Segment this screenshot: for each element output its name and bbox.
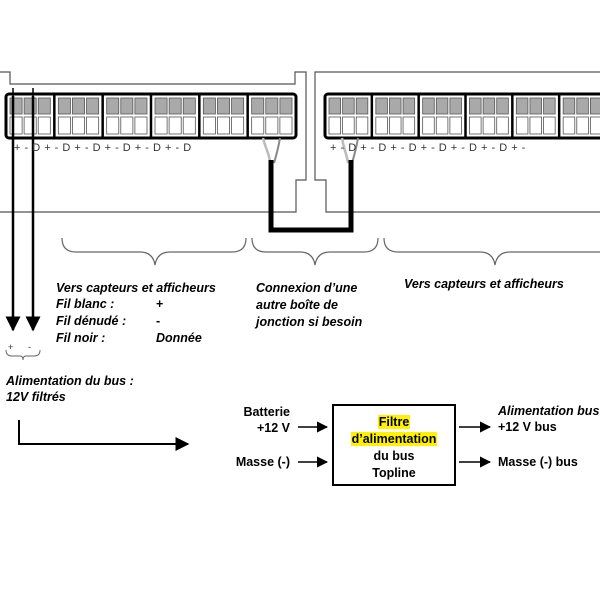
bus-supply-line: Alimentation du bus : bbox=[6, 374, 134, 388]
right-junction-box bbox=[314, 71, 600, 213]
left-note-title: Vers capteurs et afficheurs bbox=[56, 281, 216, 295]
battery-voltage: +12 V bbox=[256, 421, 290, 435]
left-junction-box bbox=[0, 71, 307, 213]
ground-out-label: Masse (-) bus bbox=[498, 455, 578, 469]
brace-right bbox=[383, 237, 600, 266]
right-terminal-strip bbox=[323, 92, 600, 140]
tap-plus-label: + bbox=[8, 342, 14, 352]
white-wire bbox=[261, 137, 272, 164]
filter-title-line: d’alimentation bbox=[350, 432, 438, 446]
feed-arrow bbox=[18, 420, 190, 451]
battery-label: Batterie bbox=[243, 405, 290, 419]
bridge-cable bbox=[268, 160, 354, 233]
tap-minus-label: - bbox=[28, 342, 32, 352]
brace-middle bbox=[251, 237, 379, 266]
left-note-row-value: + bbox=[156, 297, 164, 311]
middle-note-line: jonction si besoin bbox=[256, 315, 363, 329]
left-note-row-label: Fil dénudé : bbox=[56, 314, 127, 328]
filter-sub-line: du bus bbox=[373, 449, 415, 463]
supply-out-label: Alimentation bus bbox=[498, 404, 600, 418]
right-note-title: Vers capteurs et afficheurs bbox=[404, 277, 564, 291]
middle-note-line: Connexion d’une bbox=[256, 281, 358, 295]
filter-box-text: Filtre d’alimentation du bus Topline bbox=[335, 414, 453, 482]
stripped-wire bbox=[273, 137, 281, 164]
filter-title-line: Filtre bbox=[377, 415, 411, 429]
ground-in-label: Masse (-) bbox=[235, 455, 290, 469]
brace-left bbox=[61, 237, 247, 266]
left-note-row-label: Fil blanc : bbox=[56, 297, 115, 311]
white-wire-right bbox=[340, 137, 350, 164]
left-note-row-label: Fil noir : bbox=[56, 331, 106, 345]
bus-supply-line: 12V filtrés bbox=[6, 390, 66, 404]
right-pin-labels: + - D + - D + - D + - D + - D + - D + - bbox=[330, 142, 526, 154]
supply-out-voltage: +12 V bus bbox=[498, 420, 557, 434]
left-terminal-strip bbox=[4, 92, 298, 140]
middle-note-line: autre boîte de bbox=[256, 298, 338, 312]
filter-sub-line: Topline bbox=[372, 466, 416, 480]
left-note-row-value: Donnée bbox=[156, 331, 202, 345]
left-pin-labels: + - D + - D + - D + - D + - D + - D bbox=[14, 142, 192, 154]
left-note-row-value: - bbox=[156, 314, 161, 328]
supply-brace bbox=[5, 349, 41, 361]
